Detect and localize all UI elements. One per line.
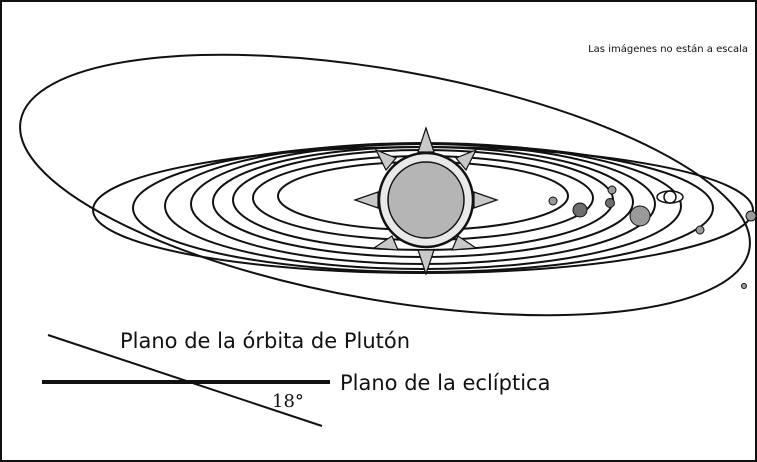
sun-ray-bottom bbox=[417, 249, 435, 276]
ringed-planet-icon bbox=[656, 190, 684, 204]
sun-core bbox=[387, 161, 465, 239]
planet-mars bbox=[605, 198, 615, 208]
angle-label: 18° bbox=[272, 391, 304, 412]
sun-ray-top-left bbox=[374, 148, 397, 172]
sun-ray-right bbox=[473, 191, 499, 209]
ecliptic-plane-label: Plano de la eclíptica bbox=[340, 371, 550, 395]
sun-ray-bottom-left bbox=[372, 235, 399, 251]
sun-ray-bottom-right bbox=[451, 235, 478, 251]
planets bbox=[548, 185, 757, 289]
planet-uranus bbox=[695, 225, 705, 235]
sun-icon bbox=[353, 126, 499, 276]
sun-ray-top bbox=[417, 126, 435, 153]
planet-neptune bbox=[745, 210, 757, 222]
planet-venus bbox=[572, 202, 588, 218]
sun-ray-top-right bbox=[455, 148, 478, 172]
pluto-orbit bbox=[19, 53, 751, 317]
planet-pluto bbox=[741, 283, 747, 289]
planet-earth bbox=[607, 185, 617, 195]
planet-mercury bbox=[548, 196, 558, 206]
sun-ray-left bbox=[353, 191, 379, 209]
planet-jupiter bbox=[629, 205, 651, 227]
scale-caption: Las imágenes no están a escala bbox=[588, 43, 748, 55]
saturn-body bbox=[663, 190, 677, 204]
pluto-plane-label: Plano de la órbita de Plutón bbox=[120, 329, 410, 353]
